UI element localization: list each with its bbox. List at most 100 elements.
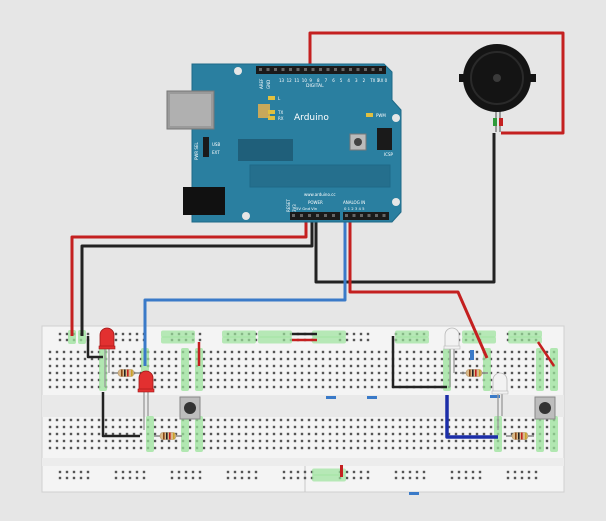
breadboard-rail-hole [401, 476, 405, 480]
breadboard-hole [370, 378, 374, 382]
breadboard-hole [412, 371, 416, 375]
breadboard-hole [286, 385, 290, 389]
connected-column-highlight [494, 416, 502, 452]
breadboard-rail-hole [177, 470, 181, 474]
breadboard-hole [300, 371, 304, 375]
breadboard-hole [62, 439, 66, 443]
breadboard-hole [433, 425, 437, 429]
breadboard-hole [223, 425, 227, 429]
breadboard-hole [475, 385, 479, 389]
rail-highlight [312, 468, 346, 476]
breadboard-hole [405, 357, 409, 361]
breadboard-hole [230, 385, 234, 389]
breadboard-hole [62, 364, 66, 368]
breadboard-hole [279, 378, 283, 382]
breadboard-connected-holes [68, 330, 558, 482]
breadboard-hole [517, 425, 521, 429]
breadboard-rail-hole [121, 332, 125, 336]
breadboard-hole [363, 364, 367, 368]
resistor-band [472, 369, 474, 377]
breadboard-hole [412, 446, 416, 450]
breadboard-hole [328, 385, 332, 389]
breadboard-hole [300, 357, 304, 361]
breadboard-hole [503, 446, 507, 450]
breadboard-rail-hole [128, 332, 132, 336]
breadboard-hole [426, 425, 430, 429]
breadboard-hole [244, 446, 248, 450]
breadboard-hole [237, 439, 241, 443]
breadboard-rail-hole [58, 332, 62, 336]
breadboard-rail-hole [65, 338, 69, 342]
breadboard-hole [286, 378, 290, 382]
breadboard-hole [321, 439, 325, 443]
breadboard-hole [300, 378, 304, 382]
breadboard-hole [524, 425, 528, 429]
board-brand: Arduino [294, 113, 329, 123]
breadboard-hole [377, 371, 381, 375]
breadboard-hole [293, 418, 297, 422]
breadboard-hole [48, 418, 52, 422]
breadboard-hole [209, 446, 213, 450]
breadboard-hole [328, 350, 332, 354]
board-analog-pins: 0 1 2 3 4 5 [344, 206, 365, 211]
breadboard-hole [118, 446, 122, 450]
resistor-band [169, 432, 171, 440]
breadboard-hole [349, 385, 353, 389]
breadboard-hole [363, 371, 367, 375]
breadboard-hole [293, 371, 297, 375]
breadboard-hole [447, 432, 451, 436]
header-pin [266, 68, 270, 71]
breadboard-rail-hole [79, 476, 83, 480]
breadboard-hole [461, 432, 465, 436]
board-l-label: L [278, 96, 281, 101]
wire-stubs [326, 350, 500, 495]
breadboard-hole [83, 432, 87, 436]
digital-pin-label: 12 [287, 78, 293, 83]
breadboard-hole [244, 425, 248, 429]
breadboard-hole [356, 385, 360, 389]
breadboard-hole [510, 446, 514, 450]
breadboard-hole [244, 432, 248, 436]
breadboard-hole [279, 446, 283, 450]
pwr-sel-jumper [203, 137, 209, 157]
breadboard-hole [293, 439, 297, 443]
breadboard-hole [412, 378, 416, 382]
led-red-1-rim [98, 345, 116, 350]
breadboard-hole [300, 425, 304, 429]
breadboard-hole [545, 432, 549, 436]
breadboard-hole [279, 425, 283, 429]
breadboard-hole [335, 357, 339, 361]
resistor-band [124, 369, 126, 377]
breadboard-rail-hole [394, 476, 398, 480]
breadboard-hole [209, 350, 213, 354]
chip-atmega [249, 164, 391, 188]
breadboard-hole [321, 357, 325, 361]
breadboard-hole [293, 432, 297, 436]
breadboard-rail-hole [478, 470, 482, 474]
breadboard-hole [398, 425, 402, 429]
breadboard-hole [167, 371, 171, 375]
pushbutton-left-cap [184, 402, 196, 414]
breadboard-hole [398, 350, 402, 354]
breadboard-hole [412, 425, 416, 429]
breadboard-hole [230, 432, 234, 436]
breadboard-hole [62, 350, 66, 354]
buzzer-tab-right [528, 74, 536, 82]
breadboard-hole [272, 350, 276, 354]
reset-button-cap [354, 138, 362, 146]
breadboard-rail-hole [121, 476, 125, 480]
rail-highlight [395, 336, 429, 344]
breadboard-hole [62, 418, 66, 422]
breadboard-hole [468, 364, 472, 368]
resistor-band [525, 432, 527, 440]
header-pin [341, 68, 345, 71]
breadboard-rail-hole [527, 476, 531, 480]
breadboard-rail-hole [513, 470, 517, 474]
buzzer-leg-marker-1 [493, 118, 497, 126]
breadboard-hole [440, 439, 444, 443]
breadboard-hole [258, 357, 262, 361]
breadboard-hole [153, 357, 157, 361]
led-red-2 [138, 370, 154, 391]
breadboard-hole [377, 364, 381, 368]
